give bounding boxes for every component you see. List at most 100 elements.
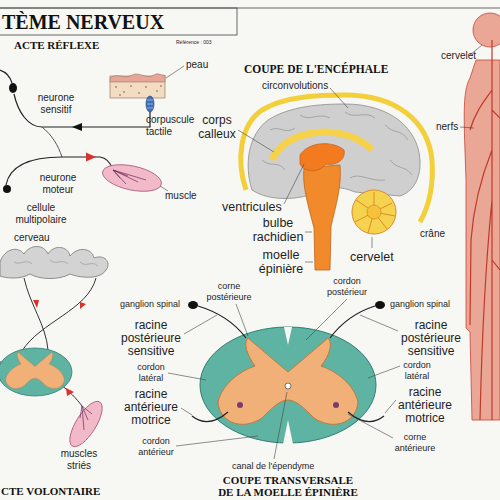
spinal-cord-section [0,348,72,396]
human-figure [470,40,500,420]
spinal-cord-section [200,327,376,444]
leader-line [330,88,348,108]
leader-line [236,304,248,336]
skin-block [110,74,165,98]
skin-block [145,86,147,88]
motor-neuron [86,153,96,162]
spinal-ganglion [375,301,385,309]
part-label: cordon latéral [392,360,442,382]
leader-line [368,366,400,378]
part-label: crâne [420,228,445,240]
cerebellum [352,190,396,234]
part-label: corpuscule tactile [146,114,198,138]
tactile-corpuscle [147,100,153,108]
part-label: cervelet [441,50,476,62]
leader-line [181,408,192,415]
tactile-corpuscle [146,96,154,112]
skin-block [110,74,165,82]
leader-line [385,400,396,413]
nerve-pathway [33,300,39,308]
part-label: cervelet [350,250,394,264]
section-heading: ACTE RÉFLEXE [14,39,99,52]
leader-line [284,164,304,204]
part-label: racine postérieure sensitive [118,319,184,358]
part-label: cellule multipolaire [8,202,74,226]
part-label: racine postérieure sensitive [400,319,462,358]
leader-line [305,262,313,263]
section-heading: COUPE DE L'ENCÉPHALE [244,63,388,76]
skin-block [115,86,117,88]
part-label: nerfs [436,121,458,133]
skin-block [123,91,125,93]
spinal-cord-section [285,383,291,389]
skin-block [156,90,158,92]
nerve-pathway [24,278,48,350]
spinal-cord-section [283,420,293,444]
part-label: peau [186,59,208,71]
section-heading: CTE VOLONTAIRE [1,485,100,498]
muscle-fiber [64,397,109,452]
part-label: moelle épinière [250,248,312,276]
ventricle [300,144,344,171]
sensory-neuron [14,94,150,127]
spinal-cord-section [6,352,65,388]
part-label: ventricules [222,200,282,214]
spinal-cord-section [237,402,243,408]
spinal-ganglion [188,301,385,309]
poster-title: TÈME NERVEUX [2,11,164,33]
nerve-pathway [0,278,96,406]
part-label: muscles striés [58,448,100,472]
ventricle [300,144,344,171]
nerve-pathway [66,388,74,396]
part-label: racine antérieure motrice [118,388,184,427]
part-label: circonvolutions [262,80,328,92]
human-figure [464,13,500,420]
frame-line [0,8,237,35]
brain-stem [304,165,341,270]
skin-block [119,94,121,96]
leader-line [160,45,482,459]
sensory-neuron [42,127,62,157]
part-label: ganglion spinal [390,299,450,310]
part-label: ganglion spinal [120,299,180,310]
part-label: racine antérieure motrice [394,386,456,425]
spinal-cord-section [200,327,376,443]
muscle-fiber [100,160,164,196]
leader-line [306,299,347,340]
part-label: neurone moteur [32,172,84,196]
nerve-root [192,306,384,422]
muscle-fiber [80,406,92,430]
leader-line [176,436,258,446]
part-label: cordon latéral [126,362,176,384]
leader-line [238,130,274,152]
brain-stem [304,165,341,270]
part-label: cerveau [14,232,50,244]
part-label: neurone sensitif [30,92,82,116]
cerebellum [367,205,381,219]
spinal-ganglion [188,301,198,309]
leader-line [460,127,474,128]
leader-line [274,392,287,459]
frame-line [0,8,500,35]
section-heading: COUPE TRANSVERSALE DE LA MOELLE ÉPINIÈRE [215,474,361,498]
nerve-root [192,412,228,422]
skin-block [130,85,132,87]
human-figure [473,13,500,47]
leader-line [166,66,184,78]
part-label: canal de l'épendyme [232,461,314,472]
part-label: cordon postérieur [322,276,372,298]
brain-outline [14,260,98,266]
part-label: corne postérieure [206,281,252,303]
part-label: corps calleux [196,113,238,141]
spinal-cord-section [333,402,339,408]
part-label: corne antérieure [390,432,440,454]
cerebellum [355,192,395,233]
spinal-cord-section [0,348,72,396]
leader-line [372,237,373,248]
part-label: bulbe rachidien [248,216,308,244]
leader-line [184,315,217,334]
muscle-fiber [64,397,109,452]
cerebellum [352,190,396,234]
brain-outline [0,247,108,279]
